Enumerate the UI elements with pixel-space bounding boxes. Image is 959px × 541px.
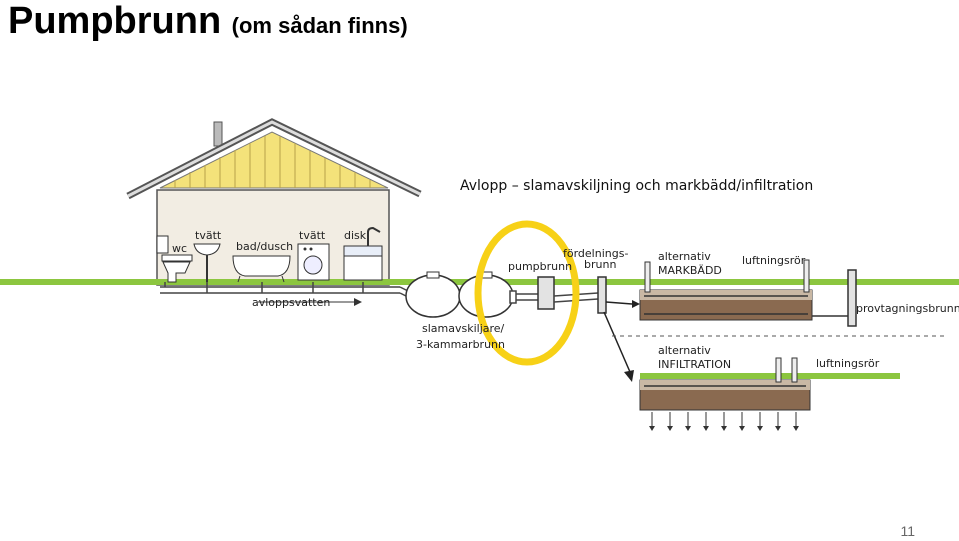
pumpwell bbox=[537, 276, 555, 310]
roof-trim bbox=[127, 120, 421, 198]
label-disk: disk bbox=[344, 229, 367, 242]
markbadd-bed bbox=[639, 259, 857, 327]
label-infiltration-2: INFILTRATION bbox=[658, 358, 732, 371]
arrow-head-infiltration bbox=[624, 370, 634, 382]
sink-icon bbox=[193, 243, 221, 282]
page-subtitle: (om sådan finns) bbox=[231, 13, 408, 38]
gable-boards bbox=[174, 136, 371, 188]
label-tvatt-sink: tvätt bbox=[195, 229, 222, 242]
arrow-head-markbadd bbox=[632, 300, 640, 308]
page-number: 11 bbox=[900, 523, 915, 539]
arrow-to-infiltration bbox=[603, 311, 631, 373]
pipe-to-pumpwell bbox=[509, 290, 538, 304]
label-slamavskiljare-1: slamavskiljare/ bbox=[422, 322, 505, 335]
label-infiltration-1: alternativ bbox=[658, 344, 711, 357]
label-markbadd-1: alternativ bbox=[658, 250, 711, 263]
septic-tank bbox=[405, 271, 514, 318]
arrow-to-markbadd bbox=[605, 301, 633, 305]
label-tvatt-machine: tvätt bbox=[299, 229, 326, 242]
label-provtagningsbrunn: provtagningsbrunn bbox=[856, 302, 959, 315]
infiltration-bed bbox=[639, 357, 811, 431]
label-fordelning-2: brunn bbox=[584, 258, 617, 271]
house bbox=[126, 118, 422, 286]
chimney bbox=[213, 121, 223, 147]
highlight-ring bbox=[474, 220, 580, 366]
gable bbox=[159, 131, 389, 189]
label-bad-dusch: bad/dusch bbox=[236, 240, 294, 253]
distribution-well bbox=[597, 276, 607, 314]
label-avloppsvatten: avloppsvatten bbox=[252, 296, 331, 309]
slide-title: Pumpbrunn (om sådan finns) bbox=[8, 0, 408, 43]
label-fordelning-1: fördelnings- bbox=[563, 247, 629, 260]
label-markbadd-2: MARKBÄDD bbox=[658, 264, 722, 277]
label-luftningsror-top: luftningsrör bbox=[742, 254, 806, 267]
bathtub-icon bbox=[232, 255, 291, 283]
drain-pipes bbox=[160, 282, 411, 299]
label-luftningsror-bottom: luftningsrör bbox=[816, 357, 880, 370]
dish-sink-icon bbox=[343, 226, 383, 281]
label-slamavskiljare-2: 3-kammarbrunn bbox=[416, 338, 505, 351]
label-pumpbrunn: pumpbrunn bbox=[508, 260, 573, 273]
wc-icon bbox=[156, 235, 193, 283]
page-title: Pumpbrunn bbox=[8, 0, 222, 42]
washing-machine-icon bbox=[297, 243, 330, 281]
flow-arrow-head bbox=[354, 298, 362, 306]
diagram-heading: Avlopp – slamavskiljning och markbädd/in… bbox=[460, 178, 814, 194]
label-wc: wc bbox=[172, 242, 188, 255]
